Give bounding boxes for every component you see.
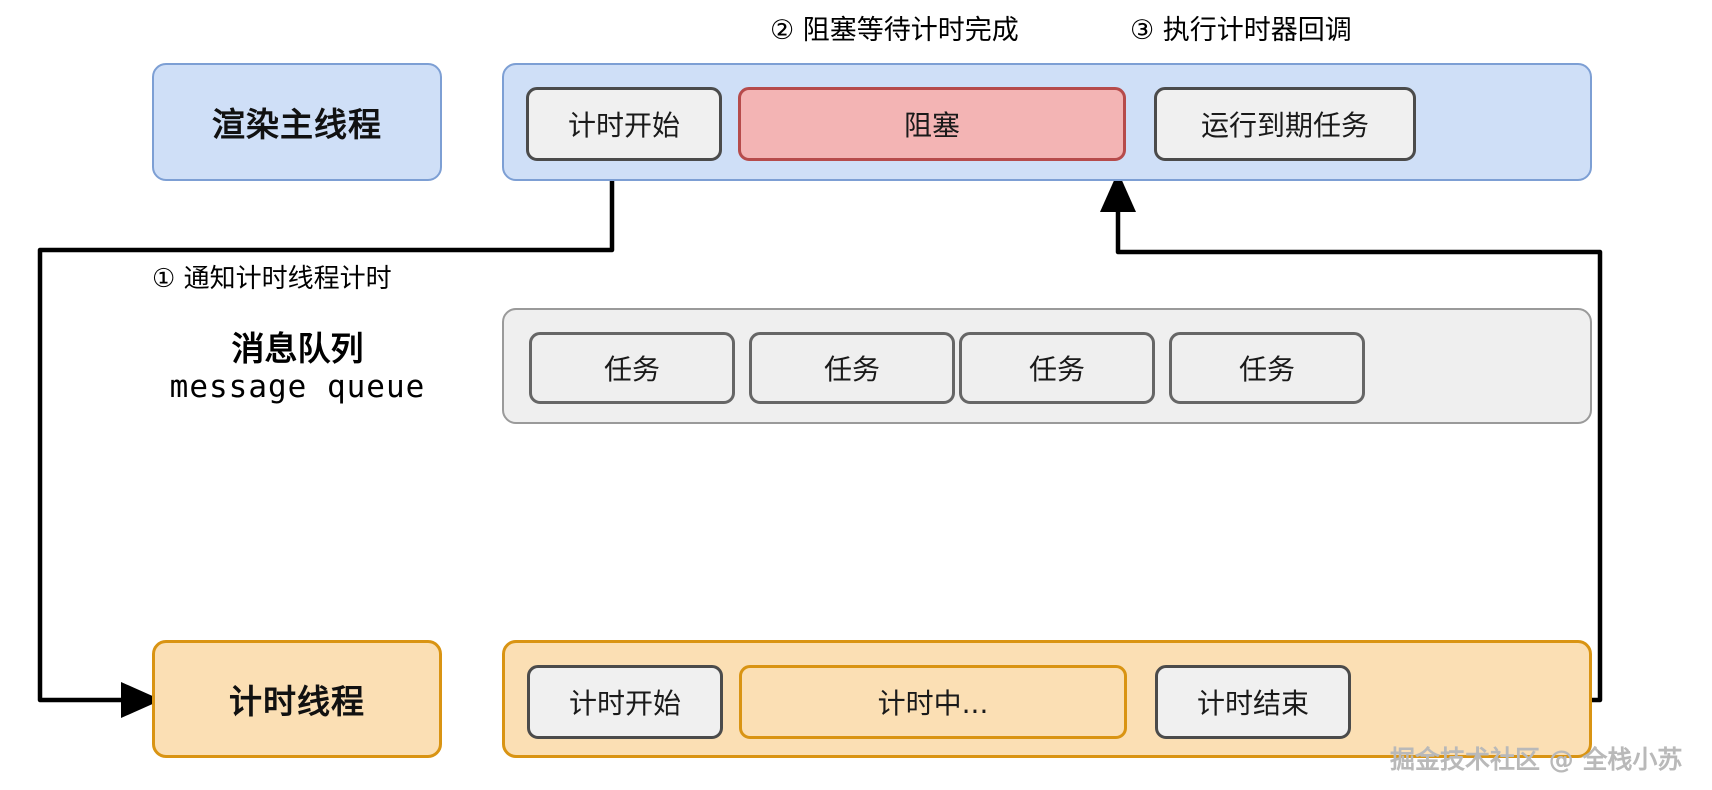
annotation-step-2: ② 阻塞等待计时完成 bbox=[770, 15, 1019, 46]
label-message-queue-en: message queue bbox=[169, 368, 426, 405]
chip-blocked[interactable]: 阻塞 bbox=[738, 87, 1126, 161]
lane-track-timer-thread: 计时开始 计时中... 计时结束 bbox=[502, 640, 1592, 758]
lane-label-timer-thread: 计时线程 bbox=[152, 640, 442, 758]
lane-label-main-thread-text: 渲染主线程 bbox=[212, 105, 382, 144]
label-message-queue-cn: 消息队列 bbox=[231, 329, 364, 368]
annotation-step-1: ① 通知计时线程计时 bbox=[152, 264, 392, 294]
chip-timer-start[interactable]: 计时开始 bbox=[526, 87, 722, 161]
chip-task-3[interactable]: 任务 bbox=[959, 332, 1155, 404]
chip-timing-start[interactable]: 计时开始 bbox=[527, 665, 723, 739]
chip-run-expired-task[interactable]: 运行到期任务 bbox=[1154, 87, 1416, 161]
chip-task-4[interactable]: 任务 bbox=[1169, 332, 1365, 404]
chip-timing-end[interactable]: 计时结束 bbox=[1155, 665, 1351, 739]
lane-label-timer-thread-text: 计时线程 bbox=[229, 682, 365, 721]
chip-task-2[interactable]: 任务 bbox=[749, 332, 955, 404]
chip-task-1[interactable]: 任务 bbox=[529, 332, 735, 404]
lane-track-message-queue: 任务 任务 任务 任务 bbox=[502, 308, 1592, 424]
lane-label-main-thread: 渲染主线程 bbox=[152, 63, 442, 181]
watermark: 掘金技术社区 @ 全栈小苏 bbox=[1390, 745, 1683, 774]
chip-timing-running[interactable]: 计时中... bbox=[739, 665, 1127, 739]
lane-track-main-thread: 计时开始 阻塞 运行到期任务 bbox=[502, 63, 1592, 181]
annotation-step-3: ③ 执行计时器回调 bbox=[1130, 15, 1352, 46]
label-message-queue: 消息队列 message queue bbox=[120, 329, 475, 406]
